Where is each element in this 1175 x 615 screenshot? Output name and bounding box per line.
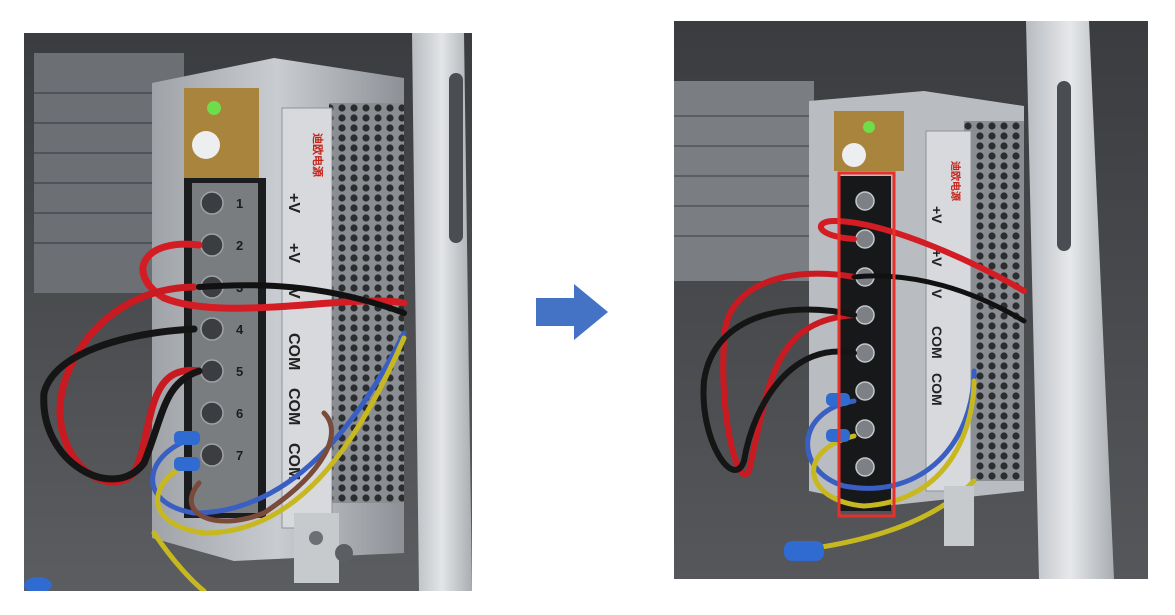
- wires: [40, 240, 408, 591]
- svg-text:COM: COM: [285, 388, 302, 425]
- svg-text:COM: COM: [285, 333, 302, 370]
- mounting-bracket: [944, 486, 974, 546]
- left-photo-before: +V +V V COM COM COM 迪欧电源 1: [24, 33, 472, 591]
- right-photo-illustration: +V +V V COM COM 迪欧电源: [674, 21, 1148, 579]
- aluminium-post: [1026, 21, 1114, 579]
- svg-text:V: V: [285, 288, 302, 299]
- left-photo-illustration: +V +V V COM COM COM 迪欧电源 1: [24, 33, 472, 591]
- adjust-potentiometer: [192, 131, 220, 159]
- svg-text:+V: +V: [285, 243, 302, 263]
- terminal-highlight-box: [837, 171, 896, 518]
- terminal-number: 2: [236, 238, 243, 253]
- adjust-potentiometer: [842, 143, 866, 167]
- blue-ferrules: [784, 393, 850, 561]
- brand-text-right: 迪欧电源: [949, 161, 962, 201]
- blue-wire-tip: [24, 577, 52, 591]
- led-indicator: [863, 121, 875, 133]
- mounting-bracket: [294, 513, 339, 583]
- svg-text:V: V: [929, 289, 945, 299]
- terminal-number: 5: [236, 364, 243, 379]
- terminal-number: 7: [236, 448, 243, 463]
- brand-text-left: 迪欧电源: [311, 133, 325, 177]
- svg-text:+V: +V: [929, 206, 945, 224]
- terminal-number: 6: [236, 406, 243, 421]
- arrow-icon: [536, 284, 608, 340]
- svg-text:+V: +V: [285, 193, 302, 213]
- svg-text:+V: +V: [929, 249, 945, 267]
- svg-text:COM: COM: [285, 443, 302, 480]
- svg-text:COM: COM: [929, 326, 945, 359]
- pcb-board: [184, 88, 259, 178]
- terminal-number: 4: [236, 322, 244, 337]
- led-indicator: [207, 101, 221, 115]
- heat-sink: [674, 81, 814, 281]
- right-arrow: [534, 284, 610, 340]
- svg-text:COM: COM: [929, 373, 945, 406]
- right-photo-after: +V +V V COM COM 迪欧电源: [674, 21, 1148, 579]
- blue-ferrules: [174, 431, 200, 471]
- terminal-number: 1: [236, 196, 243, 211]
